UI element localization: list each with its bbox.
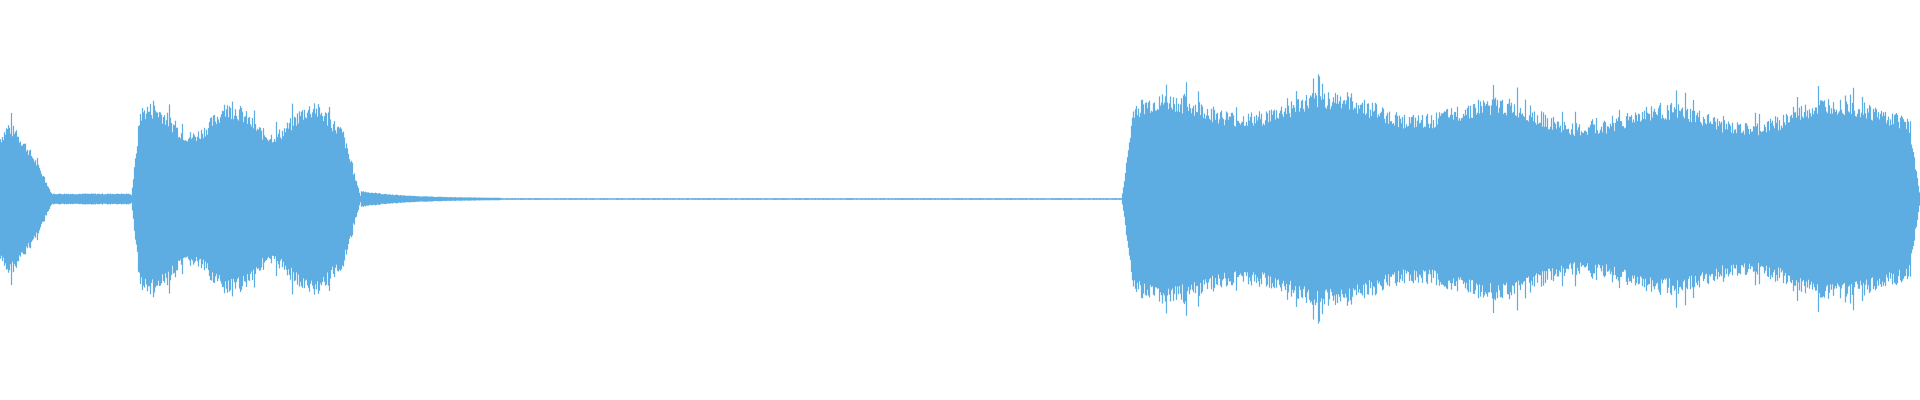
waveform-bars: [0, 74, 1920, 324]
waveform-path: [0, 74, 1920, 324]
